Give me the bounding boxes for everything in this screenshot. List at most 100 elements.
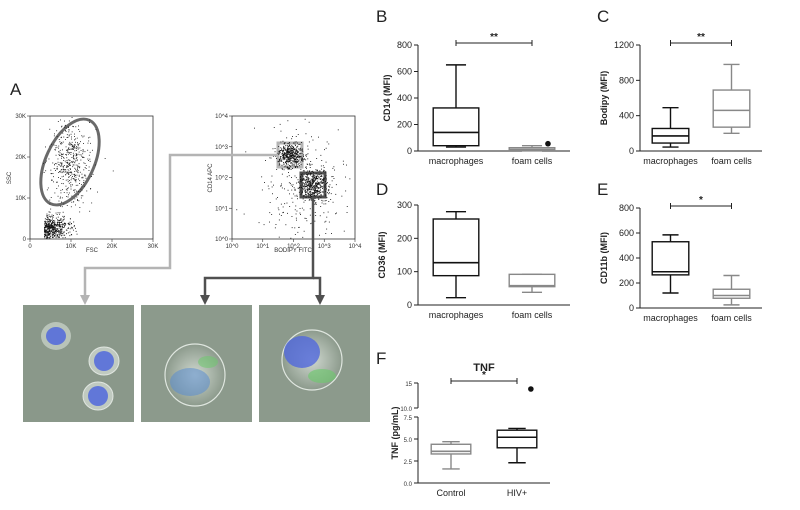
event-dot — [56, 225, 57, 227]
event-dot — [316, 169, 318, 171]
event-dot — [286, 162, 287, 164]
event-dot — [308, 178, 310, 180]
event-dot — [321, 160, 323, 161]
event-dot — [67, 149, 69, 151]
event-dot — [71, 141, 73, 143]
event-dot — [58, 224, 60, 226]
event-dot — [73, 221, 75, 223]
event-dot — [47, 223, 49, 225]
flow2-xtick-label: 10^2 — [287, 244, 300, 250]
event-dot — [76, 196, 78, 198]
event-dot — [280, 185, 281, 187]
event-dot — [46, 216, 48, 218]
event-dot — [70, 181, 72, 183]
event-dot — [269, 212, 271, 214]
event-dot — [306, 176, 307, 178]
event-dot — [79, 183, 80, 184]
event-dot — [292, 201, 294, 203]
event-dot — [82, 176, 84, 178]
event-dot — [47, 222, 49, 224]
event-dot — [69, 172, 71, 173]
event-dot — [323, 186, 325, 188]
event-dot — [59, 231, 61, 233]
event-dot — [315, 192, 316, 194]
event-dot — [63, 175, 64, 177]
event-dot — [296, 219, 297, 221]
event-dot — [309, 180, 311, 182]
event-dot — [318, 191, 320, 192]
event-dot — [290, 158, 292, 160]
event-dot — [305, 218, 307, 219]
event-dot — [51, 223, 53, 224]
event-dot — [48, 221, 50, 222]
event-dot — [64, 234, 66, 236]
event-dot — [327, 192, 328, 194]
event-dot — [71, 161, 73, 162]
event-dot — [290, 155, 292, 157]
event-dot — [72, 152, 74, 154]
event-dot — [319, 183, 321, 185]
y-tick-label: 100 — [397, 267, 412, 277]
event-dot — [319, 191, 321, 193]
event-dot — [53, 234, 54, 235]
event-dot — [325, 203, 327, 205]
event-dot — [304, 191, 306, 193]
event-dot — [286, 151, 288, 153]
event-dot — [73, 148, 74, 150]
event-dot — [87, 158, 89, 160]
event-dot — [63, 171, 65, 173]
event-dot — [65, 171, 67, 173]
event-dot — [317, 178, 319, 180]
event-dot — [309, 214, 311, 216]
event-dot — [65, 162, 67, 164]
event-dot — [291, 227, 293, 229]
event-dot — [304, 185, 306, 187]
event-dot — [313, 181, 314, 183]
event-dot — [306, 189, 308, 191]
event-dot — [65, 179, 67, 181]
event-dot — [288, 142, 290, 144]
event-dot — [294, 166, 296, 168]
event-dot — [272, 148, 274, 150]
event-dot — [284, 156, 285, 158]
event-dot — [277, 161, 279, 163]
event-dot — [285, 149, 286, 151]
event-dot — [295, 155, 296, 157]
event-dot — [68, 182, 70, 184]
event-dot — [65, 169, 67, 171]
event-dot — [304, 188, 305, 190]
event-dot — [72, 144, 74, 146]
event-dot — [294, 152, 296, 154]
event-dot — [299, 181, 301, 183]
event-dot — [54, 163, 56, 164]
event-dot — [44, 221, 46, 223]
event-dot — [319, 192, 320, 194]
event-dot — [314, 195, 316, 197]
event-dot — [291, 151, 293, 153]
event-dot — [294, 161, 296, 162]
event-dot — [48, 223, 50, 225]
event-dot — [294, 141, 296, 143]
event-dot — [63, 169, 65, 171]
event-dot — [55, 233, 57, 235]
event-dot — [58, 172, 60, 173]
event-dot — [52, 218, 53, 220]
event-dot — [312, 180, 313, 182]
event-dot — [314, 191, 316, 193]
event-dot — [67, 159, 69, 161]
event-dot — [95, 164, 96, 166]
event-dot — [74, 174, 76, 176]
panel-letter-a: A — [10, 80, 22, 99]
event-dot — [314, 175, 316, 177]
event-dot — [298, 181, 300, 183]
event-dot — [61, 142, 63, 144]
event-dot — [48, 219, 50, 221]
event-dot — [315, 186, 317, 188]
event-dot — [288, 172, 289, 173]
event-dot — [51, 216, 53, 218]
event-dot — [69, 231, 71, 233]
flow1-xtick-label: 20K — [107, 244, 118, 250]
event-dot — [309, 167, 311, 168]
event-dot — [314, 188, 316, 190]
event-dot — [64, 222, 66, 224]
